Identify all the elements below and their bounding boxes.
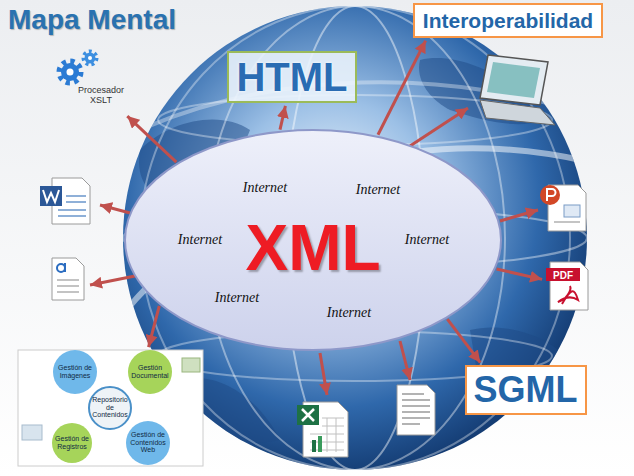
- gear-teeth: [60, 62, 80, 82]
- panel-circle: [52, 423, 92, 463]
- excel-logo-mark: [302, 409, 314, 421]
- document-page: [550, 262, 588, 310]
- interoperability-box: Interoperabilidad: [413, 3, 603, 38]
- sgml-box: SGML: [465, 365, 587, 415]
- gear-body: [61, 63, 79, 81]
- panel-label: Gestión de Registros: [52, 435, 92, 450]
- excel-logo: [297, 405, 319, 425]
- panel-ground: [18, 350, 203, 466]
- arrow: [410, 108, 468, 146]
- word-logo: [40, 186, 62, 206]
- box-label: Interoperabilidad: [423, 9, 593, 32]
- laptop-display: [487, 62, 540, 98]
- gear-hole: [67, 69, 74, 76]
- panel-thumb: [22, 425, 42, 440]
- panel-circle: [53, 350, 97, 394]
- internet-label: Internet: [327, 305, 371, 320]
- panel-label: Gestión de Contenidos Web: [127, 431, 169, 454]
- powerpoint-logo-mark: [547, 189, 556, 201]
- html-box: HTML: [227, 51, 357, 103]
- panel-label: Gestión Documental: [129, 364, 171, 379]
- laptop-base: [480, 100, 555, 125]
- diagram-title: Mapa Mental: [8, 4, 176, 36]
- internet-label: Internet: [178, 232, 222, 247]
- icon-label: PDF: [553, 269, 573, 280]
- pdf-icon: PDF: [545, 258, 593, 313]
- panel-circle: [126, 421, 170, 465]
- document-logo: [64, 263, 66, 272]
- gear-teeth: [84, 52, 96, 64]
- document-logo: [57, 264, 65, 272]
- arrow: [500, 210, 538, 221]
- connector-arrow: [280, 106, 285, 130]
- arrow: [400, 341, 410, 380]
- arrow: [320, 353, 327, 395]
- panel-circle: [89, 387, 131, 429]
- xml-ellipse-shape: [125, 130, 501, 350]
- word-logo-mark: [43, 190, 59, 202]
- document-lines: [554, 221, 580, 223]
- content-repository-panel: Gestión de Imágenes Gestión DocumentalRep…: [18, 350, 203, 466]
- panel-label: Repositorio de Contenidos: [89, 396, 131, 419]
- document-page: [397, 385, 435, 435]
- connector-arrow: [149, 306, 160, 347]
- xml-heading: XML: [245, 213, 380, 283]
- connector-arrow: [447, 319, 480, 362]
- internet-label: Internet: [215, 290, 259, 305]
- box-label: SGML: [474, 370, 578, 410]
- document-page: [52, 258, 84, 300]
- xslt-processor: Procesador XSLT: [50, 46, 128, 114]
- arrow: [90, 276, 135, 285]
- xml-ellipse: XMLInternetInternetInternetInternetInter…: [123, 128, 503, 352]
- powerpoint-logo: [540, 185, 560, 205]
- arrow: [100, 205, 130, 213]
- panel-thumb: [182, 358, 200, 372]
- panel-circle: [128, 350, 172, 394]
- pdf-band: [546, 268, 580, 281]
- document-lines: [58, 196, 86, 216]
- document-lines: [57, 280, 79, 292]
- internet-label: Internet: [243, 180, 287, 195]
- box-label: HTML: [236, 55, 347, 99]
- document-lines: [402, 394, 430, 424]
- gear-hole: [88, 56, 92, 60]
- connector-arrow: [497, 269, 543, 279]
- connector-arrow: [127, 116, 176, 162]
- laptop-screen: [480, 55, 548, 105]
- internet-label: Internet: [356, 182, 400, 197]
- connector-arrow: [378, 41, 426, 135]
- icon-label: Procesador XSLT: [78, 86, 124, 106]
- sheet-bar: [312, 440, 316, 452]
- gear-body: [85, 53, 96, 64]
- slide-thumb: [564, 205, 580, 217]
- sheet-bar: [318, 436, 322, 452]
- acrobat-logo: [558, 286, 578, 304]
- internet-label: Internet: [405, 232, 449, 247]
- panel-label: Gestión de Imágenes: [54, 364, 96, 379]
